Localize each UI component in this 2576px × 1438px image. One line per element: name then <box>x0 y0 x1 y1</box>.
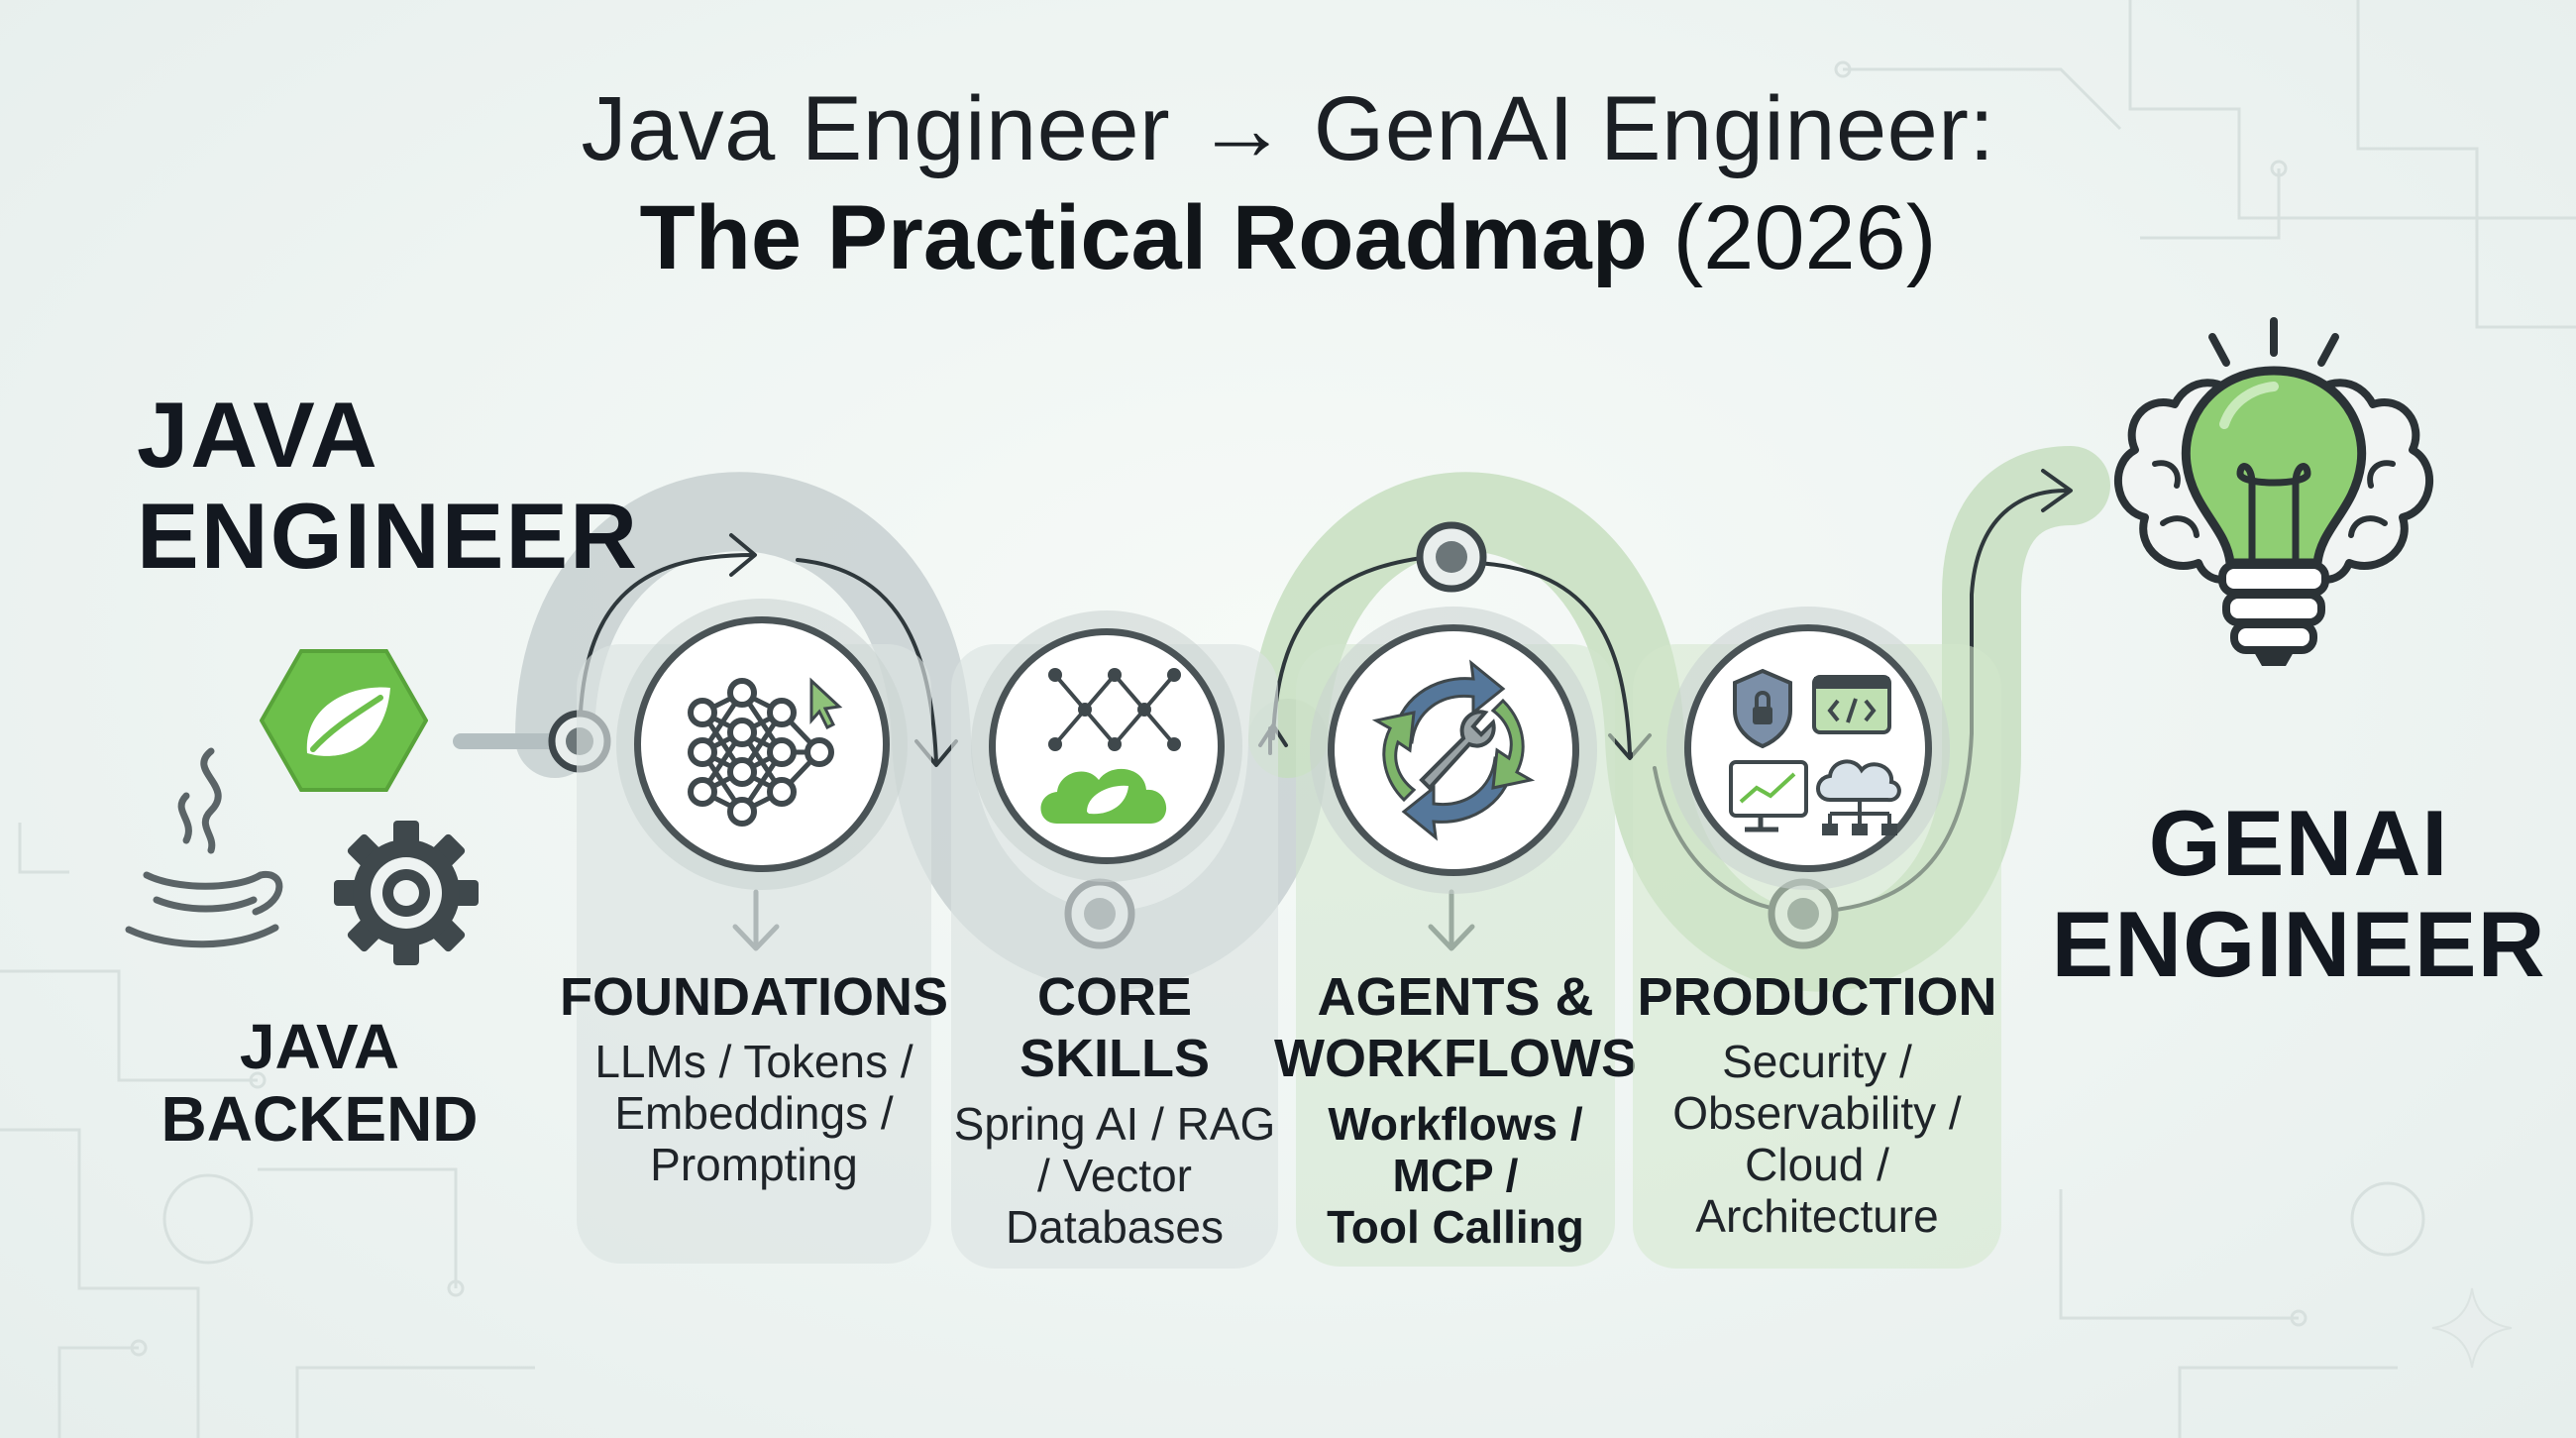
code-window-icon <box>1812 675 1891 734</box>
stage-desc-line: Architecture <box>1695 1190 1939 1242</box>
wrench-cycle-icon <box>1371 659 1536 841</box>
stage-desc-line: LLMs / Tokens / <box>594 1036 913 1087</box>
stage-desc-line: MCP / <box>1392 1150 1519 1201</box>
stage-icon-circle-foundations <box>634 616 890 872</box>
genai-engineer-heading: GENAI ENGINEER <box>2021 793 2576 995</box>
neural-network-icon <box>688 677 843 827</box>
stage-icon-circle-production <box>1684 624 1932 872</box>
title-line-2: The Practical Roadmap (2026) <box>0 186 2576 290</box>
monitor-chart-icon <box>1729 760 1808 832</box>
stage-desc-line: Cloud / <box>1745 1139 1889 1190</box>
cloud-network-icon <box>1816 759 1901 835</box>
title-bold-part: The Practical Roadmap <box>639 187 1648 288</box>
stage-title-line: WORKFLOWS <box>1274 1029 1637 1088</box>
stage-description: Spring AI / RAG / Vector Databases <box>931 1098 1298 1253</box>
stage-title-line: CORE <box>1036 967 1192 1027</box>
java-backend-line-1: JAVA <box>239 1011 400 1082</box>
genai-engineer-line-1: GENAI <box>2148 791 2449 895</box>
stage-desc-line: / Vector <box>1037 1150 1192 1201</box>
stage-description: Security / Observability / Cloud / Archi… <box>1613 1036 2021 1242</box>
stage-title: AGENTS & WORKFLOWS <box>1236 966 1674 1089</box>
stage-title-line: SKILLS <box>1019 1029 1210 1088</box>
stage-desc-line: Databases <box>1006 1201 1224 1253</box>
stage-desc-line: Observability / <box>1672 1087 1962 1139</box>
stage-desc-line: Spring AI / RAG <box>953 1098 1276 1150</box>
java-engineer-heading: JAVA ENGINEER <box>137 385 639 587</box>
stage-desc-line: Tool Calling <box>1327 1201 1584 1253</box>
java-engineer-line-2: ENGINEER <box>137 484 639 588</box>
gear-icon <box>334 821 479 965</box>
genai-engineer-line-2: ENGINEER <box>2051 892 2546 996</box>
stage-title: PRODUCTION <box>1573 966 2061 1028</box>
stage-desc-line: Embeddings / <box>614 1087 894 1139</box>
title-year-part: (2026) <box>1647 187 1937 288</box>
java-backend-label: JAVA BACKEND <box>119 1011 520 1156</box>
stage-icon-circle-core-skills <box>989 628 1225 864</box>
stage-title-line: PRODUCTION <box>1637 967 1997 1027</box>
stage-desc-line: Prompting <box>650 1139 858 1190</box>
stage-desc-line: Security / <box>1722 1036 1912 1087</box>
brain-lightbulb-icon <box>2113 317 2434 666</box>
stage-title-line: AGENTS & <box>1317 967 1594 1027</box>
sparkle-icon <box>2431 1287 2513 1369</box>
title-line-1: Java Engineer → GenAI Engineer: <box>581 78 1995 179</box>
java-engineer-line-1: JAVA <box>137 383 379 487</box>
stage-title: CORE SKILLS <box>892 966 1338 1089</box>
stage-description: LLMs / Tokens / Embeddings / Prompting <box>557 1036 951 1190</box>
spring-leaf-icon <box>260 649 428 792</box>
production-tools-icon <box>1729 668 1901 835</box>
stage-description: Workflows / MCP / Tool Calling <box>1276 1098 1635 1253</box>
spring-cloud-network-icon <box>1040 668 1181 824</box>
stage-title-line: FOUNDATIONS <box>560 967 948 1027</box>
java-backend-line-2: BACKEND <box>161 1083 479 1155</box>
stage-desc-line: Workflows / <box>1328 1098 1583 1150</box>
java-coffee-icon <box>125 747 283 948</box>
stage-title: FOUNDATIONS <box>517 966 991 1028</box>
stage-icon-circle-agents <box>1328 624 1579 876</box>
